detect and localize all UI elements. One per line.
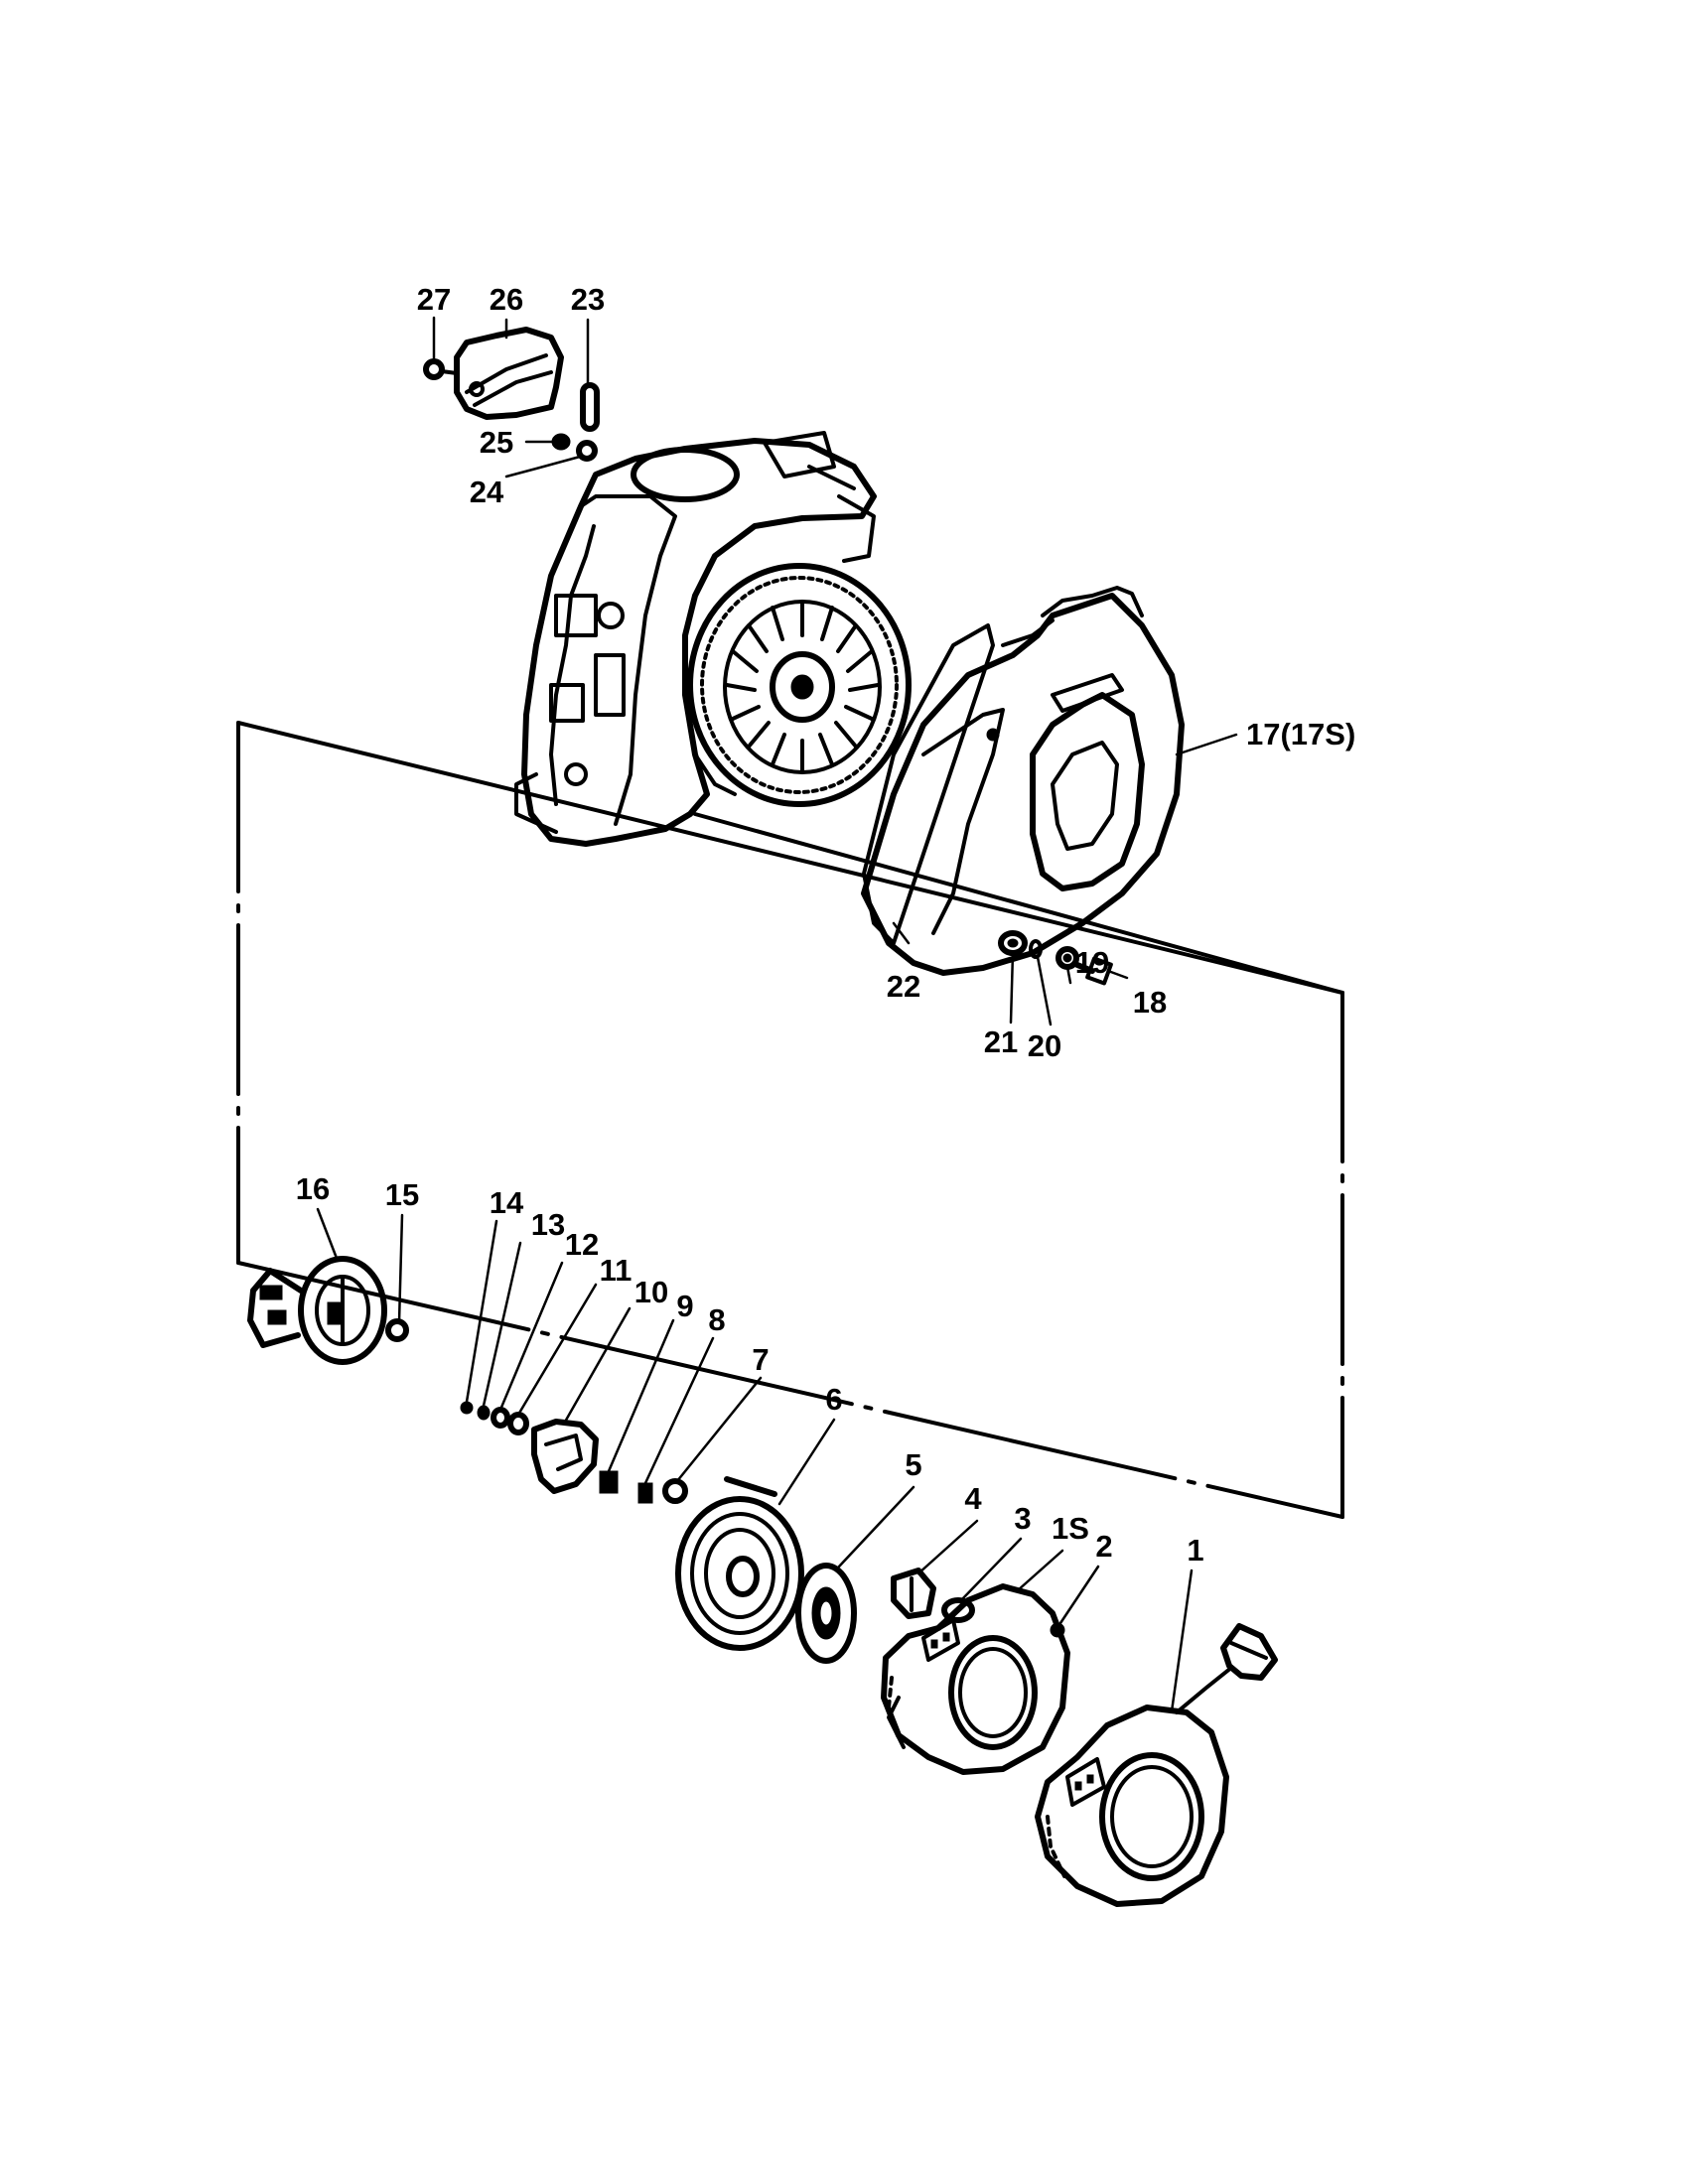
part-25-nut [551, 433, 571, 451]
callout-24: 24 [470, 475, 504, 509]
recoil-starter-1 [1035, 1623, 1278, 1907]
callout-4: 4 [964, 1481, 982, 1516]
callout-7: 7 [752, 1342, 769, 1377]
callout-20: 20 [1028, 1028, 1061, 1063]
part-4-guide [891, 1568, 936, 1619]
flywheel [687, 563, 912, 807]
recoil-hardware [460, 1401, 688, 1504]
part-18-bolt [1074, 956, 1113, 986]
part-27-screw [423, 358, 459, 380]
part-2-screw [1050, 1622, 1065, 1638]
callout-3: 3 [1014, 1501, 1031, 1536]
callout-1: 1 [1187, 1533, 1203, 1568]
starter-cup-16 [247, 1256, 387, 1365]
part-14 [460, 1401, 474, 1415]
part-26-cover [454, 327, 564, 420]
assembly-frame-lines [236, 721, 1344, 1519]
callout-12: 12 [565, 1227, 599, 1262]
crank-axis-line [693, 812, 1344, 995]
callout-16: 16 [296, 1171, 330, 1206]
part-15-nut [385, 1318, 409, 1342]
callout-15: 15 [385, 1177, 419, 1212]
part-13 [477, 1405, 491, 1421]
part-7-pawl [662, 1478, 688, 1504]
leader-lines [316, 316, 1238, 1713]
part-3-collar [941, 1597, 975, 1623]
callout-labels: 27 26 23 25 24 17(17S) 22 19 18 21 20 16… [296, 282, 1356, 1568]
housing-gasket [862, 623, 995, 945]
engine-block [514, 431, 877, 847]
part-6-reel [675, 1476, 804, 1651]
callout-25: 25 [480, 425, 513, 460]
callout-5: 5 [905, 1447, 921, 1482]
callout-14: 14 [490, 1185, 524, 1220]
callout-17-17s: 17(17S) [1246, 717, 1355, 751]
callout-9: 9 [676, 1289, 693, 1323]
part-10-plate [531, 1419, 599, 1494]
blower-housing [861, 586, 1185, 976]
part-12 [491, 1407, 510, 1429]
callout-18: 18 [1133, 985, 1167, 1020]
callout-6: 6 [825, 1382, 842, 1417]
callout-27: 27 [417, 282, 451, 317]
starter-handle [1220, 1623, 1278, 1681]
callout-11: 11 [600, 1253, 633, 1288]
callout-22: 22 [887, 969, 920, 1004]
callout-1s: 1S [1052, 1511, 1089, 1546]
callout-2: 2 [1095, 1529, 1112, 1564]
part-5-ratchet [795, 1563, 857, 1664]
callout-8: 8 [708, 1302, 725, 1337]
callout-26: 26 [490, 282, 523, 317]
callout-19: 19 [1075, 945, 1109, 980]
part-11 [507, 1412, 529, 1435]
callout-23: 23 [571, 282, 605, 317]
part-24-washer [576, 440, 598, 462]
part-9-spring [599, 1470, 619, 1494]
callout-21: 21 [984, 1024, 1018, 1059]
callout-13: 13 [531, 1207, 565, 1242]
callout-10: 10 [634, 1275, 668, 1309]
part-20-washer [1029, 939, 1043, 959]
part-23-pin [580, 382, 600, 432]
part-8-spring [637, 1482, 653, 1504]
